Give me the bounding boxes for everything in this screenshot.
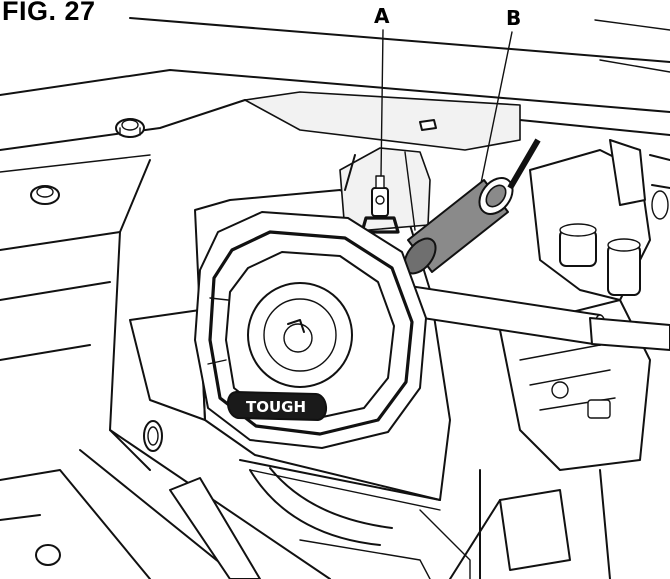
bolt-left-upper	[115, 118, 145, 138]
frame-panels	[0, 17, 670, 579]
leader-lines	[380, 29, 513, 189]
callout-label-a: A	[374, 4, 390, 28]
recoil-starter-cover	[194, 211, 427, 449]
tough-logo-plate: TOUGH	[227, 390, 327, 422]
figure-title: FIG. 27	[2, 0, 96, 26]
callout-label-b: B	[506, 6, 522, 30]
cover-logo-text: TOUGH	[246, 398, 306, 416]
carburetor-assembly	[479, 139, 670, 579]
spark-plug	[360, 175, 400, 234]
bolt-left-mid	[30, 185, 60, 205]
lower-hoses	[169, 467, 501, 579]
spark-plug-wire-boot	[403, 138, 541, 275]
bolt-lower-left	[35, 420, 163, 566]
